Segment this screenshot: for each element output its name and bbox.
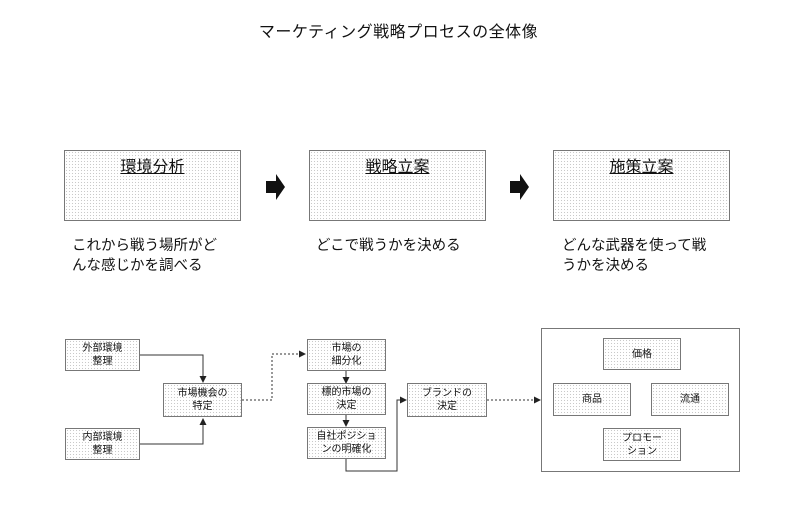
description-line: んな感じかを調べる [72, 258, 203, 274]
box-line: 決定 [437, 401, 457, 412]
phase-strategy-planning: 戦略立案 [309, 150, 486, 221]
box-market-segmentation: 市場の細分化 [307, 339, 386, 371]
phase-arrow-icon [266, 174, 285, 200]
description-line: どこで戦うかを決める [316, 238, 461, 254]
box-line: 市場機会の [177, 388, 228, 399]
box-market-opportunity: 市場機会の特定 [163, 383, 242, 417]
box-line: 価格 [632, 348, 652, 360]
box-line: 特定 [192, 401, 213, 412]
box-price: 価格 [603, 338, 681, 370]
box-line: ション [627, 445, 657, 457]
phase-label: 戦略立案 [365, 157, 430, 176]
box-brand: ブランドの決定 [407, 383, 487, 417]
box-line: 内部環境 [82, 432, 123, 443]
box-positioning: 自社ポジションの明確化 [307, 427, 386, 459]
box-line: 整理 [92, 445, 113, 456]
phase-description: これから戦う場所がど んな感じかを調べる [72, 236, 217, 276]
description-line: どんな武器を使って戦 [562, 238, 707, 254]
box-internal-environment: 内部環境整理 [65, 428, 140, 460]
phase-label: 環境分析 [120, 157, 185, 176]
box-line: 細分化 [331, 356, 362, 367]
phase-arrow-icon [510, 174, 529, 200]
box-line: 自社ポジショ [316, 431, 377, 442]
box-distribution: 流通 [651, 383, 729, 416]
connector-positioning-to-brand [345, 396, 407, 472]
box-line: 整理 [92, 356, 113, 367]
box-line: プロモー [622, 432, 662, 444]
box-line: 商品 [582, 394, 602, 405]
box-line: 流通 [680, 394, 700, 405]
box-target-market: 標的市場の決定 [307, 383, 386, 415]
box-product: 商品 [553, 383, 631, 416]
box-line: 決定 [336, 400, 357, 411]
box-line: 標的市場の [321, 387, 372, 398]
box-promotion: プロモーション [603, 428, 681, 461]
connector-internal-to-opportunity [140, 418, 207, 445]
phase-environment-analysis: 環境分析 [64, 150, 241, 221]
diagram-title: マーケティング戦略プロセスの全体像 [258, 22, 539, 41]
phase-label: 施策立案 [609, 157, 674, 176]
box-external-environment: 外部環境整理 [65, 339, 140, 371]
box-line: ンの明確化 [321, 444, 372, 455]
phase-tactics-planning: 施策立案 [553, 150, 730, 221]
phase-description: どこで戦うかを決める [316, 236, 461, 256]
phase-description: どんな武器を使って戦 うかを決める [562, 236, 706, 276]
connector-opportunity-to-segmentation [242, 350, 306, 401]
connector-external-to-opportunity [140, 354, 207, 383]
box-line: ブランドの [422, 388, 472, 399]
box-line: 外部環境 [82, 343, 123, 354]
description-line: うかを決める [562, 258, 649, 274]
description-line: これから戦う場所がど [72, 238, 217, 254]
box-line: 市場の [331, 343, 362, 354]
